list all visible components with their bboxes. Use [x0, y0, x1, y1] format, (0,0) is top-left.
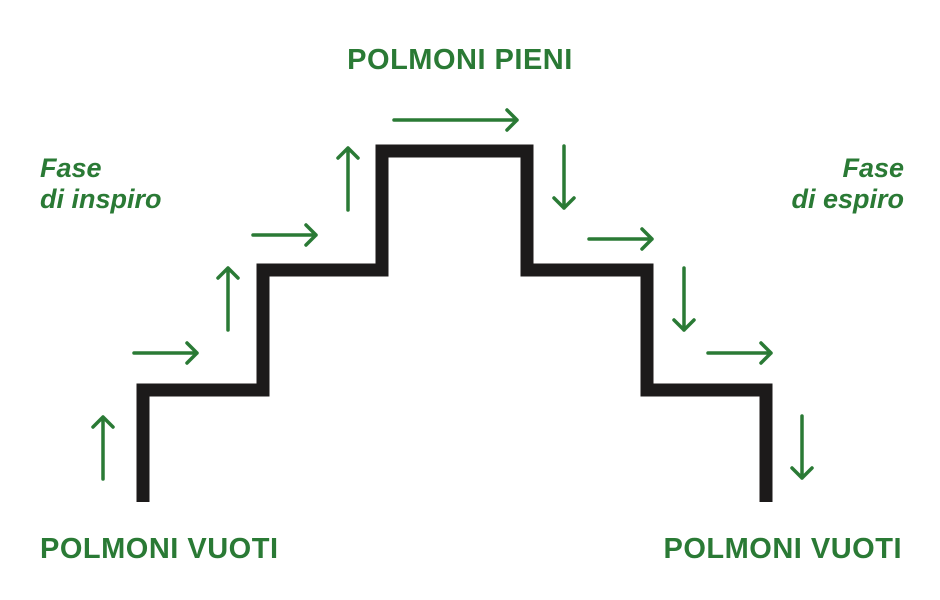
arrow-exhale-3 [672, 266, 696, 332]
arrow-right-icon [587, 227, 654, 251]
lungs-full-label: POLMONI PIENI [347, 44, 573, 76]
arrow-inhale-3 [216, 266, 240, 332]
arrow-down-icon [552, 144, 576, 210]
arrow-right-icon [706, 341, 773, 365]
arrow-top-1 [392, 108, 519, 132]
arrow-up-icon [91, 415, 115, 481]
arrow-inhale-2 [132, 341, 199, 365]
exhale-phase-line1: Fase [842, 153, 904, 183]
arrow-down-icon [672, 266, 696, 332]
arrow-inhale-4 [251, 223, 318, 247]
arrow-up-icon [216, 266, 240, 332]
arrow-right-icon [392, 108, 519, 132]
arrow-right-icon [251, 223, 318, 247]
arrows-group [91, 108, 814, 481]
lungs-empty-label-right: POLMONI VUOTI [663, 533, 902, 565]
exhale-phase-line2: di espiro [791, 184, 904, 214]
arrow-exhale-5 [790, 414, 814, 480]
inhale-phase-label: Fase di inspiro [40, 153, 162, 215]
staircase-line [136, 144, 773, 502]
arrow-down-icon [790, 414, 814, 480]
lungs-empty-label-left: POLMONI VUOTI [40, 533, 279, 565]
arrow-exhale-1 [552, 144, 576, 210]
inhale-phase-line2: di inspiro [40, 184, 162, 214]
arrow-inhale-1 [91, 415, 115, 481]
inhale-phase-line1: Fase [40, 153, 102, 183]
arrow-inhale-5 [336, 146, 360, 212]
exhale-phase-label: Fase di espiro [791, 153, 904, 215]
arrow-exhale-4 [706, 341, 773, 365]
arrow-right-icon [132, 341, 199, 365]
arrow-exhale-2 [587, 227, 654, 251]
arrow-up-icon [336, 146, 360, 212]
